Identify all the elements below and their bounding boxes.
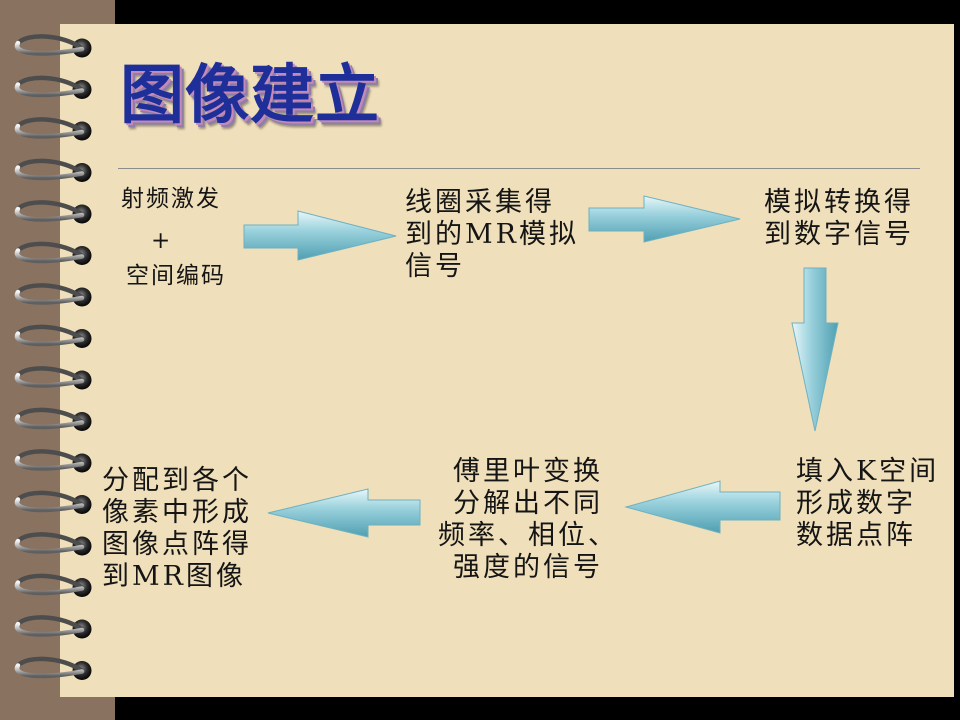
binding-ring xyxy=(14,158,92,182)
binding-wire-front xyxy=(14,206,85,222)
node-analog-digital: 模拟转换得 到数字信号 xyxy=(764,187,914,250)
binding-ring xyxy=(14,407,92,431)
binding-ring xyxy=(14,573,92,597)
node-coil-acquisition: 线圈采集得 到的MR模拟 信号 xyxy=(405,187,579,282)
binding-wire-front xyxy=(14,663,85,679)
right-black-band xyxy=(954,0,960,720)
binding-wire-front xyxy=(14,123,85,139)
binding-ring xyxy=(14,656,92,680)
binding-wire-front xyxy=(14,289,85,305)
binding-wire-front xyxy=(14,580,85,596)
binding-wire-front xyxy=(14,497,85,513)
binding-wire-back xyxy=(15,532,85,549)
binding-wire-front xyxy=(14,372,85,388)
top-black-band xyxy=(115,0,960,24)
binding-wire-back xyxy=(15,117,85,134)
binding-wire-back xyxy=(15,283,85,300)
node-spatial-encoding: 空间编码 xyxy=(126,263,226,289)
binding-ring xyxy=(14,366,92,390)
binding-ring xyxy=(14,241,92,265)
bottom-black-band xyxy=(115,697,960,720)
node-excitation: 射频激发 xyxy=(121,186,221,212)
node-plus: + xyxy=(151,228,173,254)
binding-wire-back xyxy=(15,75,85,92)
binding-wire-back xyxy=(15,158,85,175)
node-fourier-transform: 傅里叶变换 分解出不同 频率、相位、 强度的信号 xyxy=(438,456,618,583)
binding-wire-back xyxy=(15,200,85,217)
spiral-binding xyxy=(14,34,92,680)
binding-wire-front xyxy=(14,414,85,430)
node-kspace-fill: 填入K空间 形成数字 数据点阵 xyxy=(796,456,940,551)
binding-ring xyxy=(14,117,92,141)
binding-wire-back xyxy=(15,241,85,258)
binding-ring xyxy=(14,200,92,224)
slide-title: 图像建立 xyxy=(120,59,380,133)
binding-ring xyxy=(14,615,92,639)
binding-wire-front xyxy=(14,40,85,56)
binding-ring xyxy=(14,283,92,307)
binding-wire-back xyxy=(15,615,85,632)
binding-wire-back xyxy=(15,573,85,590)
title-divider xyxy=(118,168,920,169)
binding-wire-back xyxy=(15,490,85,507)
binding-ring xyxy=(14,324,92,348)
binding-wire-back xyxy=(15,407,85,424)
binding-wire-back xyxy=(15,34,85,51)
binding-wire-front xyxy=(14,165,85,181)
binding-wire-front xyxy=(14,455,85,471)
binding-wire-front xyxy=(14,621,85,637)
binding-wire-back xyxy=(15,324,85,341)
binding-ring xyxy=(14,75,92,99)
binding-ring xyxy=(14,532,92,556)
binding-ring xyxy=(14,449,92,473)
binding-wire-front xyxy=(14,331,85,347)
binding-wire-back xyxy=(15,366,85,383)
binding-ring xyxy=(14,490,92,514)
binding-wire-front xyxy=(14,82,85,98)
binding-wire-front xyxy=(14,538,85,554)
binding-wire-back xyxy=(15,449,85,466)
node-final-image: 分配到各个 像素中形成 图像点阵得 到MR图像 xyxy=(102,465,252,592)
binding-wire-front xyxy=(14,248,85,264)
binding-ring xyxy=(14,34,92,58)
binding-wire-back xyxy=(15,656,85,673)
